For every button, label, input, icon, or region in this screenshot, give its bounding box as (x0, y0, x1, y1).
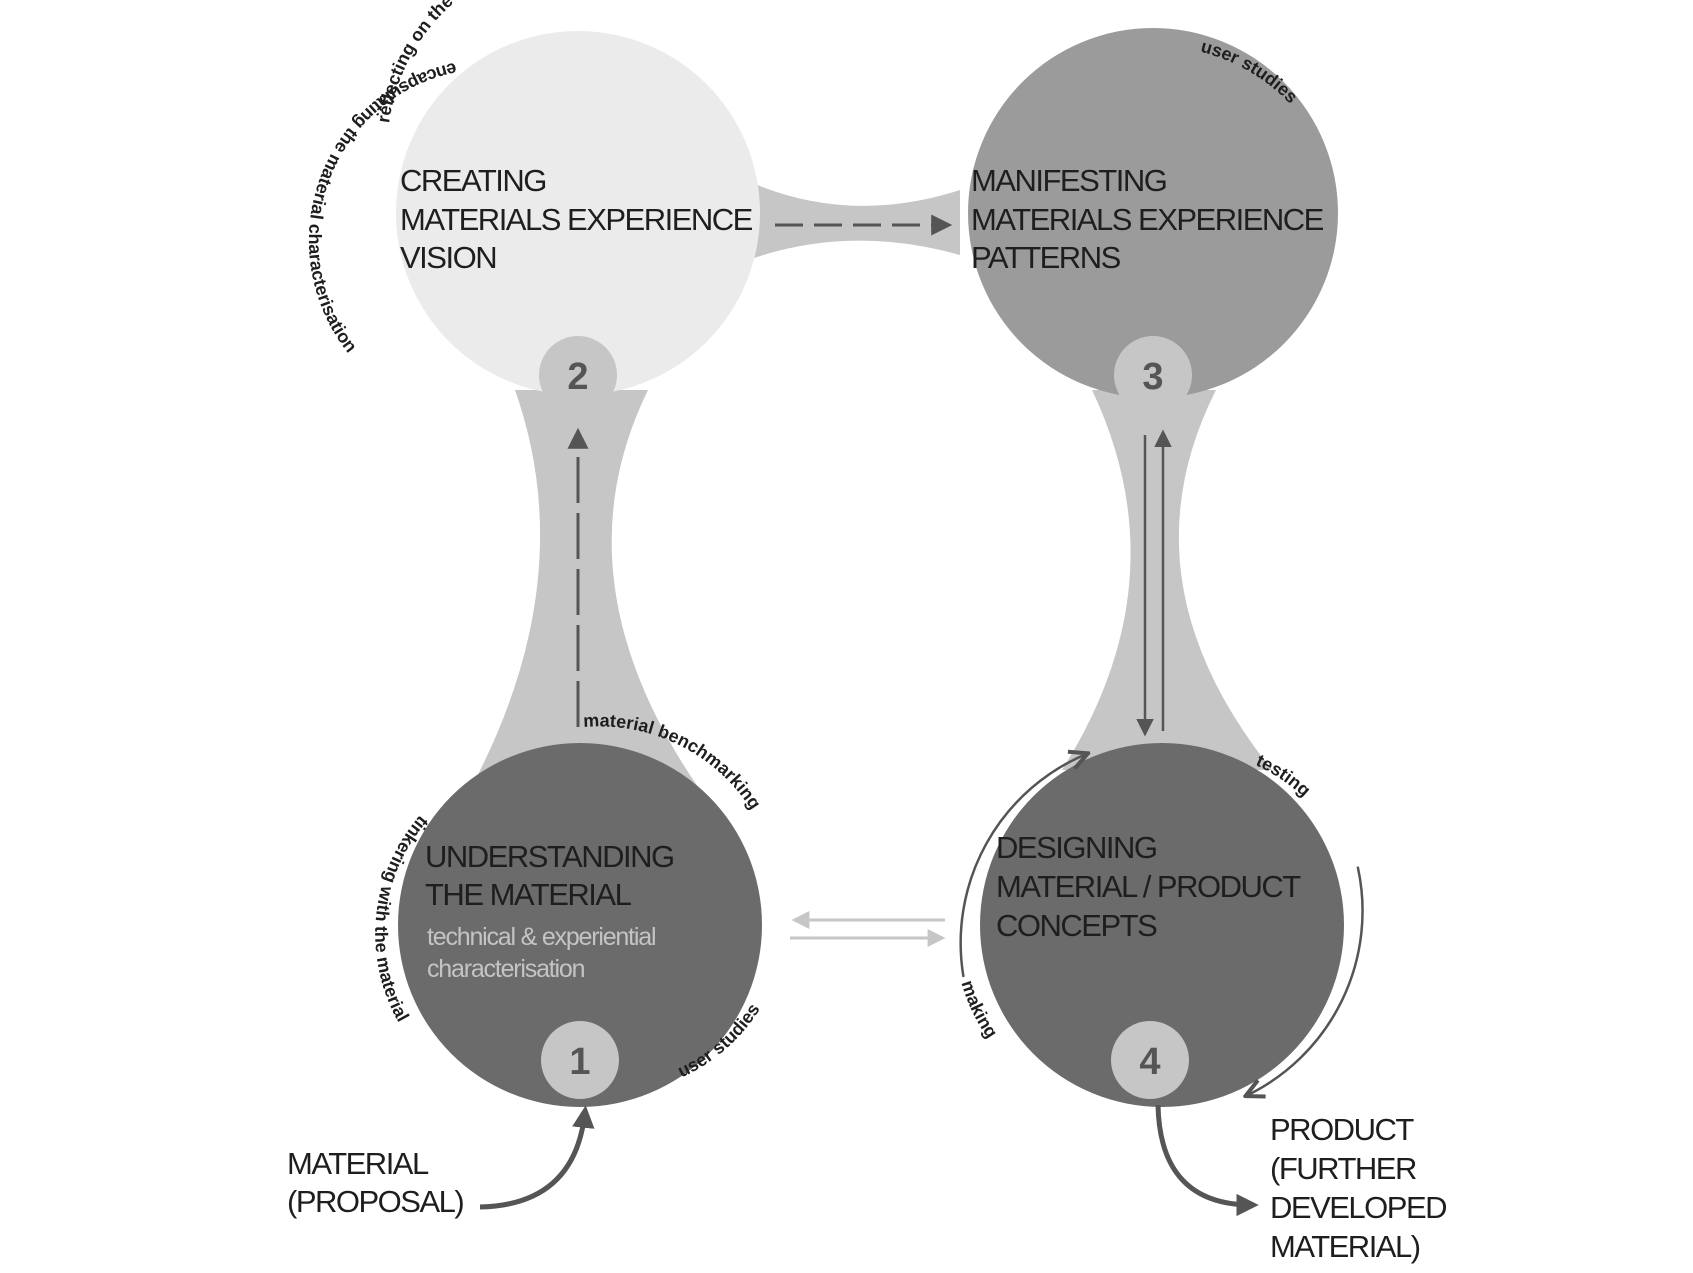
stage-title-1-line: UNDERSTANDING (425, 839, 674, 874)
arrow-making-cycle (959, 753, 1088, 978)
stage-badge-3 (1114, 336, 1192, 414)
connector-3-4 (1062, 390, 1272, 770)
input-label: MATERIAL (PROPOSAL) (287, 1146, 465, 1219)
output-label-line: DEVELOPED (1270, 1190, 1446, 1225)
input-label-line: (PROPOSAL) (287, 1184, 463, 1219)
stage-title-4-line: DESIGNING (996, 830, 1156, 865)
stage-circle-4 (980, 743, 1344, 1107)
connector-2-3 (735, 175, 960, 265)
stage-number-3: 3 (1142, 356, 1163, 398)
input-label-line: MATERIAL (287, 1146, 429, 1181)
stage-title-2: CREATING MATERIALS EXPERIENCE VISION (400, 163, 754, 275)
stage-badge-1 (541, 1021, 619, 1099)
stage-title-1-line: THE MATERIAL (425, 877, 632, 912)
stage-title-1: UNDERSTANDING THE MATERIAL technical & e… (425, 839, 675, 983)
arrow-input (479, 1105, 595, 1210)
stage-title-4-line: MATERIAL / PRODUCT (996, 869, 1301, 904)
stage-title-4-line: CONCEPTS (996, 908, 1157, 943)
stage-title-3: MANIFESTING MATERIALS EXPERIENCE PATTERN… (971, 163, 1325, 275)
stage-circle-1 (398, 743, 762, 1107)
stage-subtitle-1-line: characterisation (427, 955, 585, 983)
stage-title-2-line: VISION (400, 240, 496, 275)
connector-1-2 (470, 390, 700, 790)
stage-subtitle-1-line: technical & experiential (427, 923, 655, 951)
stage-title-3-line: MANIFESTING (971, 163, 1166, 198)
stage-number-1: 1 (569, 1041, 590, 1083)
stage-number-4: 4 (1139, 1041, 1160, 1083)
stage-title-2-line: MATERIALS EXPERIENCE (400, 202, 753, 237)
stage-title-3-line: PATTERNS (971, 240, 1121, 275)
stage-badge-4 (1111, 1021, 1189, 1099)
stage-circle-2 (396, 31, 760, 395)
stage-number-2: 2 (567, 356, 588, 398)
stage-circle-3 (968, 28, 1338, 398)
output-label-line: (FURTHER (1270, 1151, 1416, 1186)
stage-title-4: DESIGNING MATERIAL / PRODUCT CONCEPTS (996, 830, 1303, 943)
output-label-line: PRODUCT (1270, 1112, 1414, 1147)
stage-badge-2 (539, 336, 617, 414)
output-label-line: MATERIAL) (1270, 1229, 1420, 1264)
arrow-output (1155, 1104, 1259, 1217)
stage-title-3-line: MATERIALS EXPERIENCE (971, 202, 1324, 237)
output-label: PRODUCT (FURTHER DEVELOPED MATERIAL) (1270, 1112, 1448, 1264)
arrow-testing-cycle (1246, 866, 1364, 1097)
stage-title-2-line: CREATING (400, 163, 546, 198)
